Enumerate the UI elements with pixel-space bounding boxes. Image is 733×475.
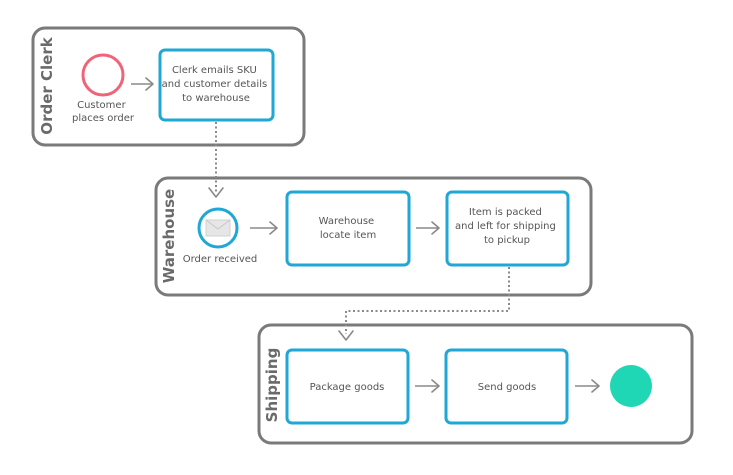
arrowhead-icon	[338, 330, 354, 341]
task-send-goods-line-1: Send goods	[478, 382, 537, 393]
start-event-label-line-1: Customer	[77, 100, 126, 111]
task-pack-item-line-1: Item is packed	[469, 207, 542, 218]
task-pack-item-label: Item is packed and left for shipping to …	[455, 207, 559, 246]
task-clerk-email-line-1: Clerk emails SKU	[172, 65, 257, 76]
lane-label-warehouse: Warehouse	[160, 189, 178, 283]
task-clerk-email-line-2: and customer details	[162, 79, 268, 90]
task-clerk-email[interactable]	[158, 48, 275, 122]
task-pack-item-line-2: and left for shipping	[455, 221, 556, 232]
arrowhead-icon	[208, 187, 224, 198]
task-clerk-email-label: Clerk emails SKU and customer details to…	[162, 65, 271, 104]
arrowhead-icon	[591, 379, 600, 393]
lane-label-shipping: Shipping	[263, 348, 281, 423]
task-locate-item-line-1: Warehouse	[319, 216, 375, 227]
arrowhead-icon	[269, 221, 278, 235]
message-event-label-line-1: Order received	[183, 254, 258, 265]
task-package-goods-line-1: Package goods	[310, 382, 385, 393]
start-event-label-line-2: places order	[72, 113, 135, 124]
task-send-goods-label: Send goods	[478, 382, 537, 393]
arrowhead-icon	[431, 221, 440, 235]
message-event-label: Order received	[183, 254, 258, 265]
task-clerk-email-line-3: to warehouse	[182, 93, 250, 104]
task-send-goods[interactable]	[444, 348, 569, 425]
task-package-goods-label: Package goods	[310, 382, 385, 393]
lane-label-order-clerk: Order Clerk	[38, 36, 56, 134]
arrowhead-icon	[145, 77, 154, 91]
task-locate-item[interactable]	[285, 190, 411, 267]
task-locate-item-label: Warehouse locate item	[319, 216, 378, 241]
task-locate-item-line-2: locate item	[320, 230, 376, 241]
arrowhead-icon	[431, 379, 440, 393]
start-event[interactable]	[81, 53, 125, 97]
task-package-goods[interactable]	[285, 348, 410, 425]
task-pack-item[interactable]	[445, 190, 570, 267]
start-event-label: Customer places order	[72, 100, 135, 124]
envelope-icon	[205, 219, 231, 237]
end-event[interactable]	[610, 365, 652, 407]
task-pack-item-line-3: to pickup	[484, 235, 530, 246]
